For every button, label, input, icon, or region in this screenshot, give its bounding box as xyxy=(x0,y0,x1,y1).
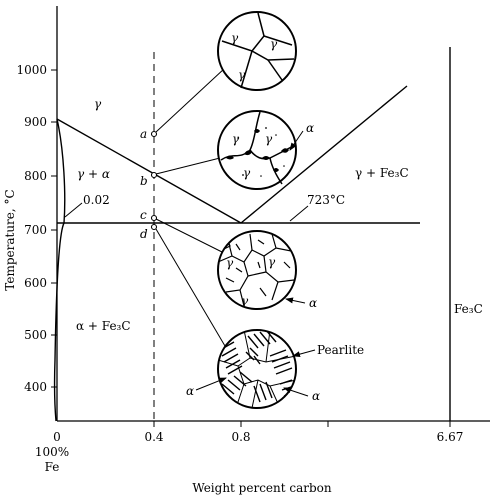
x-tick-label: 0 xyxy=(53,430,61,444)
y-tick-label: 800 xyxy=(24,169,47,183)
x-origin-label: 100% xyxy=(35,445,69,459)
region-fe3c: Fe₃C xyxy=(454,302,483,316)
micro-d-pointer-right xyxy=(283,387,309,397)
micro-d-label: α xyxy=(312,389,320,403)
point-d-label: d xyxy=(140,227,148,241)
y-tick-label: 600 xyxy=(24,276,47,290)
y-axis-ticks xyxy=(51,69,57,388)
x-tick-label: 0.8 xyxy=(231,430,250,444)
eutectoid-temp-pointer xyxy=(289,205,309,222)
point-c xyxy=(150,214,158,222)
point-b-label: b xyxy=(140,174,148,188)
micro-c-label: γ xyxy=(268,255,276,269)
phase-boundaries xyxy=(53,47,451,422)
region-gamma: γ xyxy=(94,97,102,111)
region-gamma-alpha: γ + α xyxy=(77,167,110,181)
micro-c-label: α xyxy=(309,296,317,310)
point-a xyxy=(150,130,158,138)
y-tick-label: 900 xyxy=(24,115,47,129)
y-axis-title: Temperature, °C xyxy=(3,189,17,290)
point-d xyxy=(150,223,158,231)
region-gamma-fe3c: γ + Fe₃C xyxy=(355,166,409,180)
y-tick-label: 700 xyxy=(24,223,47,237)
leader-lines xyxy=(155,67,226,347)
pearlite-pointer xyxy=(292,349,316,358)
micro-b-label: α xyxy=(306,121,314,135)
micro-a-label: γ xyxy=(231,31,239,45)
micrograph-d: Pearlite α α xyxy=(186,329,364,409)
micrograph-c: γ γ γ α xyxy=(217,230,317,310)
point-b xyxy=(150,171,158,179)
micro-a-label: γ xyxy=(270,37,278,51)
acm-line xyxy=(240,85,408,224)
composition-points xyxy=(150,130,158,231)
micro-d-label: α xyxy=(186,384,194,398)
solvus-curve xyxy=(53,222,65,422)
x-axis-title: Weight percent carbon xyxy=(192,481,332,495)
micro-b-label: γ xyxy=(243,166,251,180)
a3-line xyxy=(56,118,242,224)
y-tick-label: 1000 xyxy=(16,63,47,77)
solubility-pointer xyxy=(64,202,83,218)
micrograph-b: γ γ γ α xyxy=(217,110,314,190)
micrograph-a: γ γ γ xyxy=(217,11,297,91)
x-tick-label: 6.67 xyxy=(437,430,464,444)
pearlite-label: Pearlite xyxy=(317,343,364,357)
point-a-label: a xyxy=(140,127,147,141)
micro-d-pointer-left xyxy=(195,377,227,391)
x-axis-ticks xyxy=(153,421,451,427)
point-c-label: c xyxy=(140,208,147,222)
micro-b-pointer xyxy=(289,130,304,151)
micro-c-label: γ xyxy=(241,294,249,308)
micro-a-label: γ xyxy=(238,68,246,82)
y-tick-label: 400 xyxy=(24,380,47,394)
alpha-boundary-curve xyxy=(56,118,66,224)
region-alpha-fe3c: α + Fe₃C xyxy=(76,319,131,333)
micro-c-label: γ xyxy=(226,256,234,270)
micro-c-pointer xyxy=(285,297,306,304)
x-tick-label: 0.4 xyxy=(144,430,163,444)
solubility-label: 0.02 xyxy=(83,193,110,207)
y-tick-label: 500 xyxy=(24,328,47,342)
micro-b-label: γ xyxy=(265,132,273,146)
eutectoid-temp-label: 723°C xyxy=(307,193,345,207)
micro-b-label: γ xyxy=(232,132,240,146)
x-origin-label: Fe xyxy=(45,460,60,474)
